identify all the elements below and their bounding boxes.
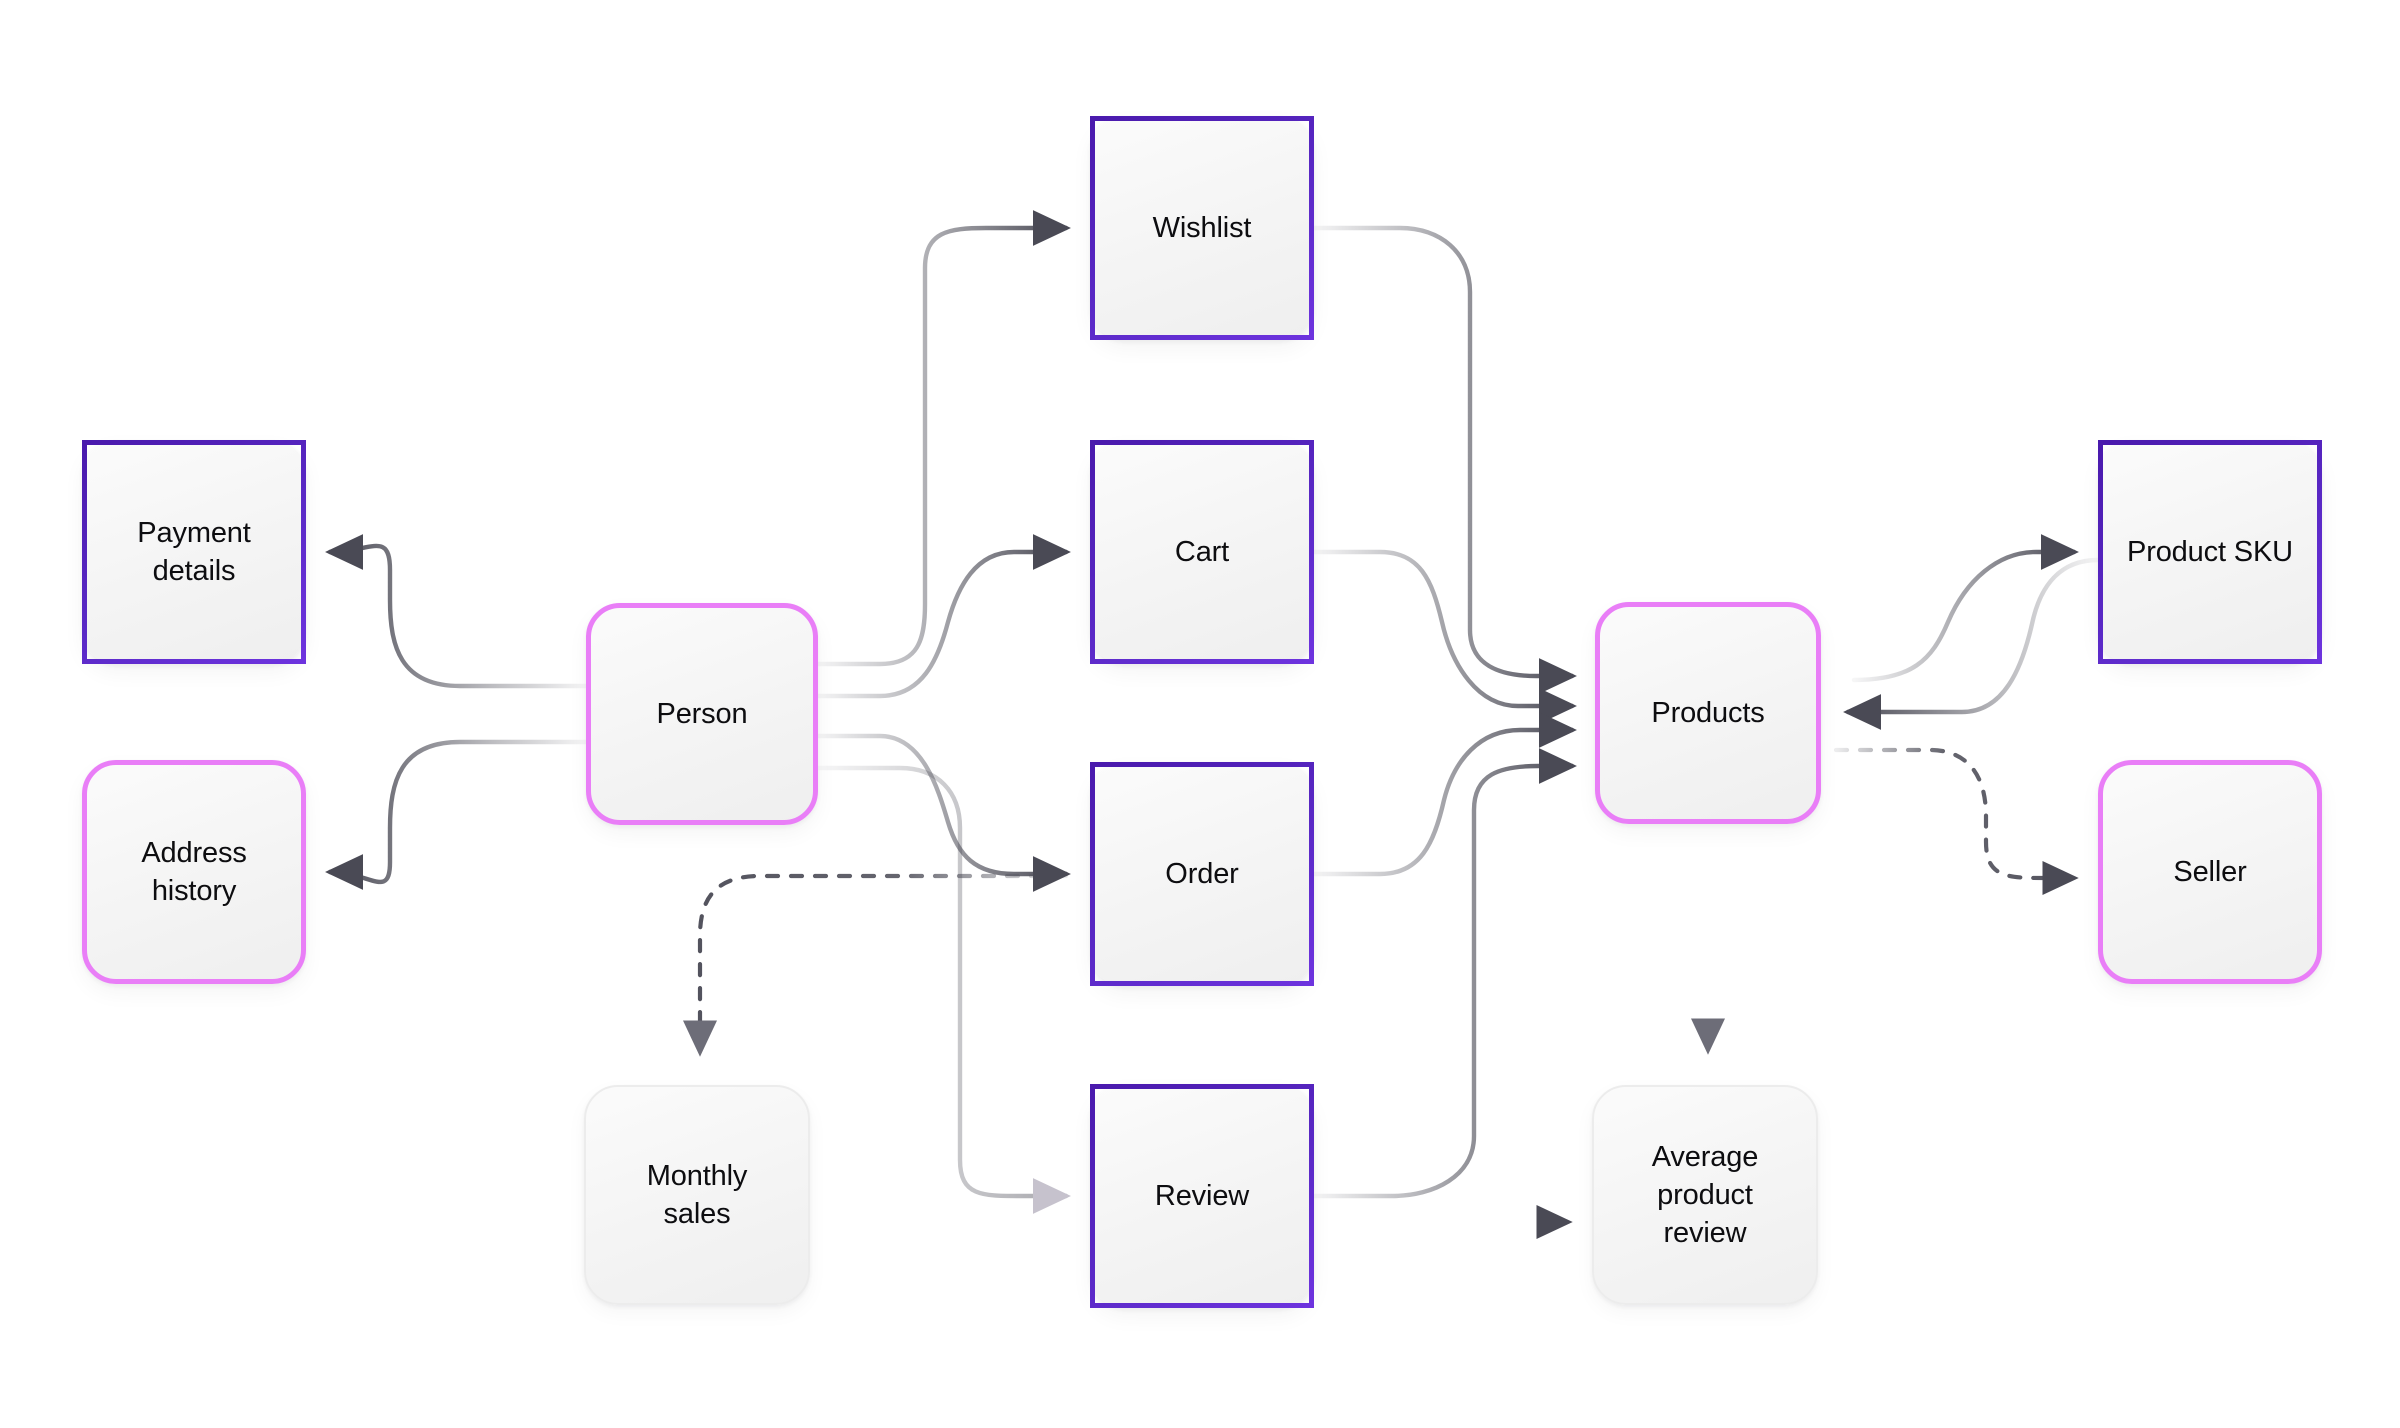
node-wishlist[interactable]: Wishlist bbox=[1090, 116, 1314, 340]
edge-inbound-to-products-right bbox=[1843, 557, 2101, 730]
edge-products-to-product-sku bbox=[1851, 534, 2079, 683]
node-label-average-product-review: Average product review bbox=[1651, 1140, 1759, 1250]
edge-person-to-order bbox=[815, 733, 1071, 892]
node-label-product-sku: Product SKU bbox=[2127, 535, 2293, 568]
edge-products-to-seller bbox=[1833, 747, 2079, 896]
node-label-review: Review bbox=[1154, 1179, 1250, 1212]
node-payment-details[interactable]: Payment details bbox=[82, 440, 306, 664]
edge-person-to-address-history bbox=[325, 739, 589, 890]
edge-person-to-review bbox=[815, 765, 1071, 1214]
edge-person-to-cart bbox=[815, 534, 1071, 699]
node-product-sku[interactable]: Product SKU bbox=[2098, 440, 2322, 664]
node-label-payment-details: Payment details bbox=[137, 516, 251, 587]
node-order[interactable]: Order bbox=[1090, 762, 1314, 986]
node-products[interactable]: Products bbox=[1595, 602, 1821, 824]
node-review[interactable]: Review bbox=[1090, 1084, 1314, 1308]
node-label-products: Products bbox=[1651, 696, 1765, 729]
edge-cart-to-products bbox=[1311, 549, 1577, 724]
node-cart[interactable]: Cart bbox=[1090, 440, 1314, 664]
edge-product-sku-to-products bbox=[2180, 686, 2400, 712]
node-label-address-history: Address history bbox=[141, 836, 247, 907]
edge-order-to-monthly-sales bbox=[682, 873, 1069, 1057]
node-monthly-sales[interactable]: Monthly sales bbox=[584, 1085, 810, 1305]
node-label-monthly-sales: Monthly sales bbox=[646, 1159, 748, 1230]
node-label-person: Person bbox=[656, 697, 748, 730]
edge-person-to-payment-details bbox=[325, 534, 589, 689]
node-average-product-review[interactable]: Average product review bbox=[1592, 1085, 1818, 1305]
edge-review-to-products bbox=[1311, 748, 1577, 1199]
edge-wishlist-to-products bbox=[1311, 225, 1577, 694]
node-seller[interactable]: Seller bbox=[2098, 760, 2322, 984]
node-label-seller: Seller bbox=[2173, 855, 2247, 888]
node-label-cart: Cart bbox=[1174, 535, 1230, 568]
edge-order-to-products bbox=[1311, 712, 1577, 877]
node-label-wishlist: Wishlist bbox=[1152, 211, 1252, 244]
edge-person-to-wishlist bbox=[815, 210, 1071, 667]
node-address-history[interactable]: Address history bbox=[82, 760, 306, 984]
node-label-order: Order bbox=[1165, 857, 1239, 890]
node-person[interactable]: Person bbox=[586, 603, 818, 825]
